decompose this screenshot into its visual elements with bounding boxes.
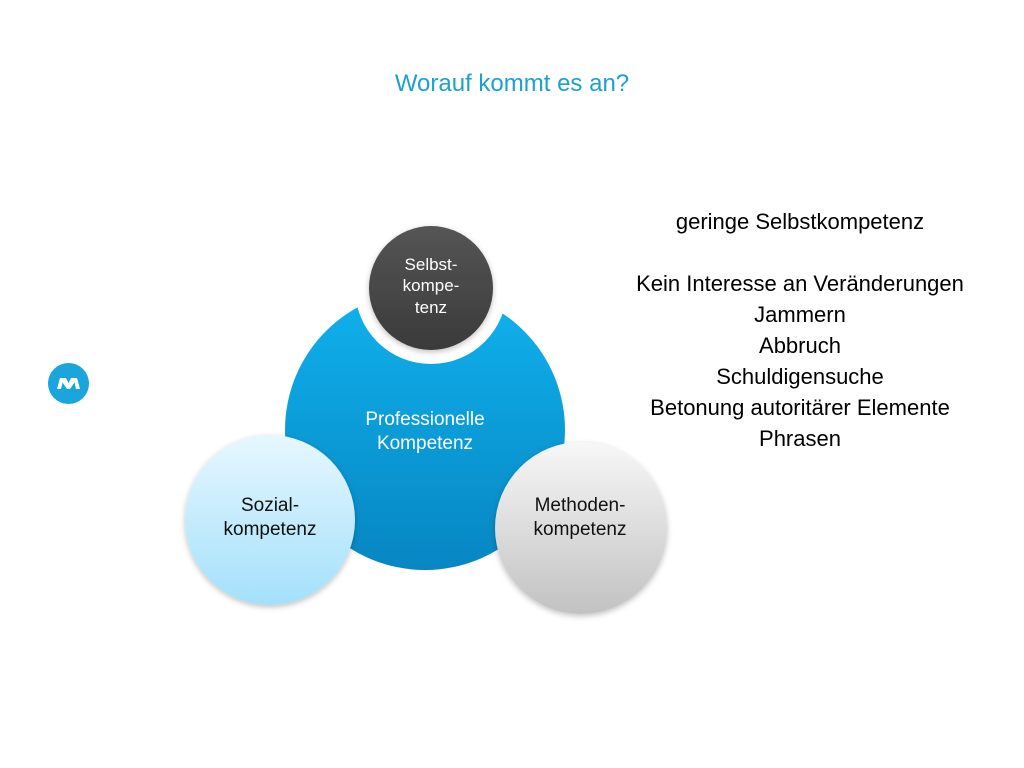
notes-item: Betonung autoritärer Elemente xyxy=(650,395,950,420)
notes-item: Jammern xyxy=(754,302,846,327)
method-competence-circle xyxy=(495,442,667,614)
notes-item: Phrasen xyxy=(759,426,841,451)
logo-m-icon xyxy=(57,378,80,389)
social-competence-label: Sozial- kompetenz xyxy=(223,495,317,540)
notes-item: Kein Interesse an Veränderungen xyxy=(636,271,964,296)
company-logo xyxy=(48,363,89,404)
notes-spacer xyxy=(590,237,1010,268)
notes-list: geringe Selbstkompetenz Kein Interesse a… xyxy=(590,206,1010,454)
professional-competence-circle xyxy=(285,290,565,570)
social-competence-circle xyxy=(185,435,355,605)
notes-item: Schuldigensuche xyxy=(716,364,884,389)
notes-heading: geringe Selbstkompetenz xyxy=(675,209,925,234)
professional-competence-label: Professionelle Kompetenz xyxy=(365,409,485,454)
self-competence-circle xyxy=(369,226,493,350)
method-competence-label: Methoden- kompetenz xyxy=(533,495,627,540)
notes-item: Abbruch xyxy=(759,333,841,358)
slide-title: Worauf kommt es an? xyxy=(394,70,630,97)
self-competence-label: Selbst- kompe- tenz xyxy=(402,255,460,317)
